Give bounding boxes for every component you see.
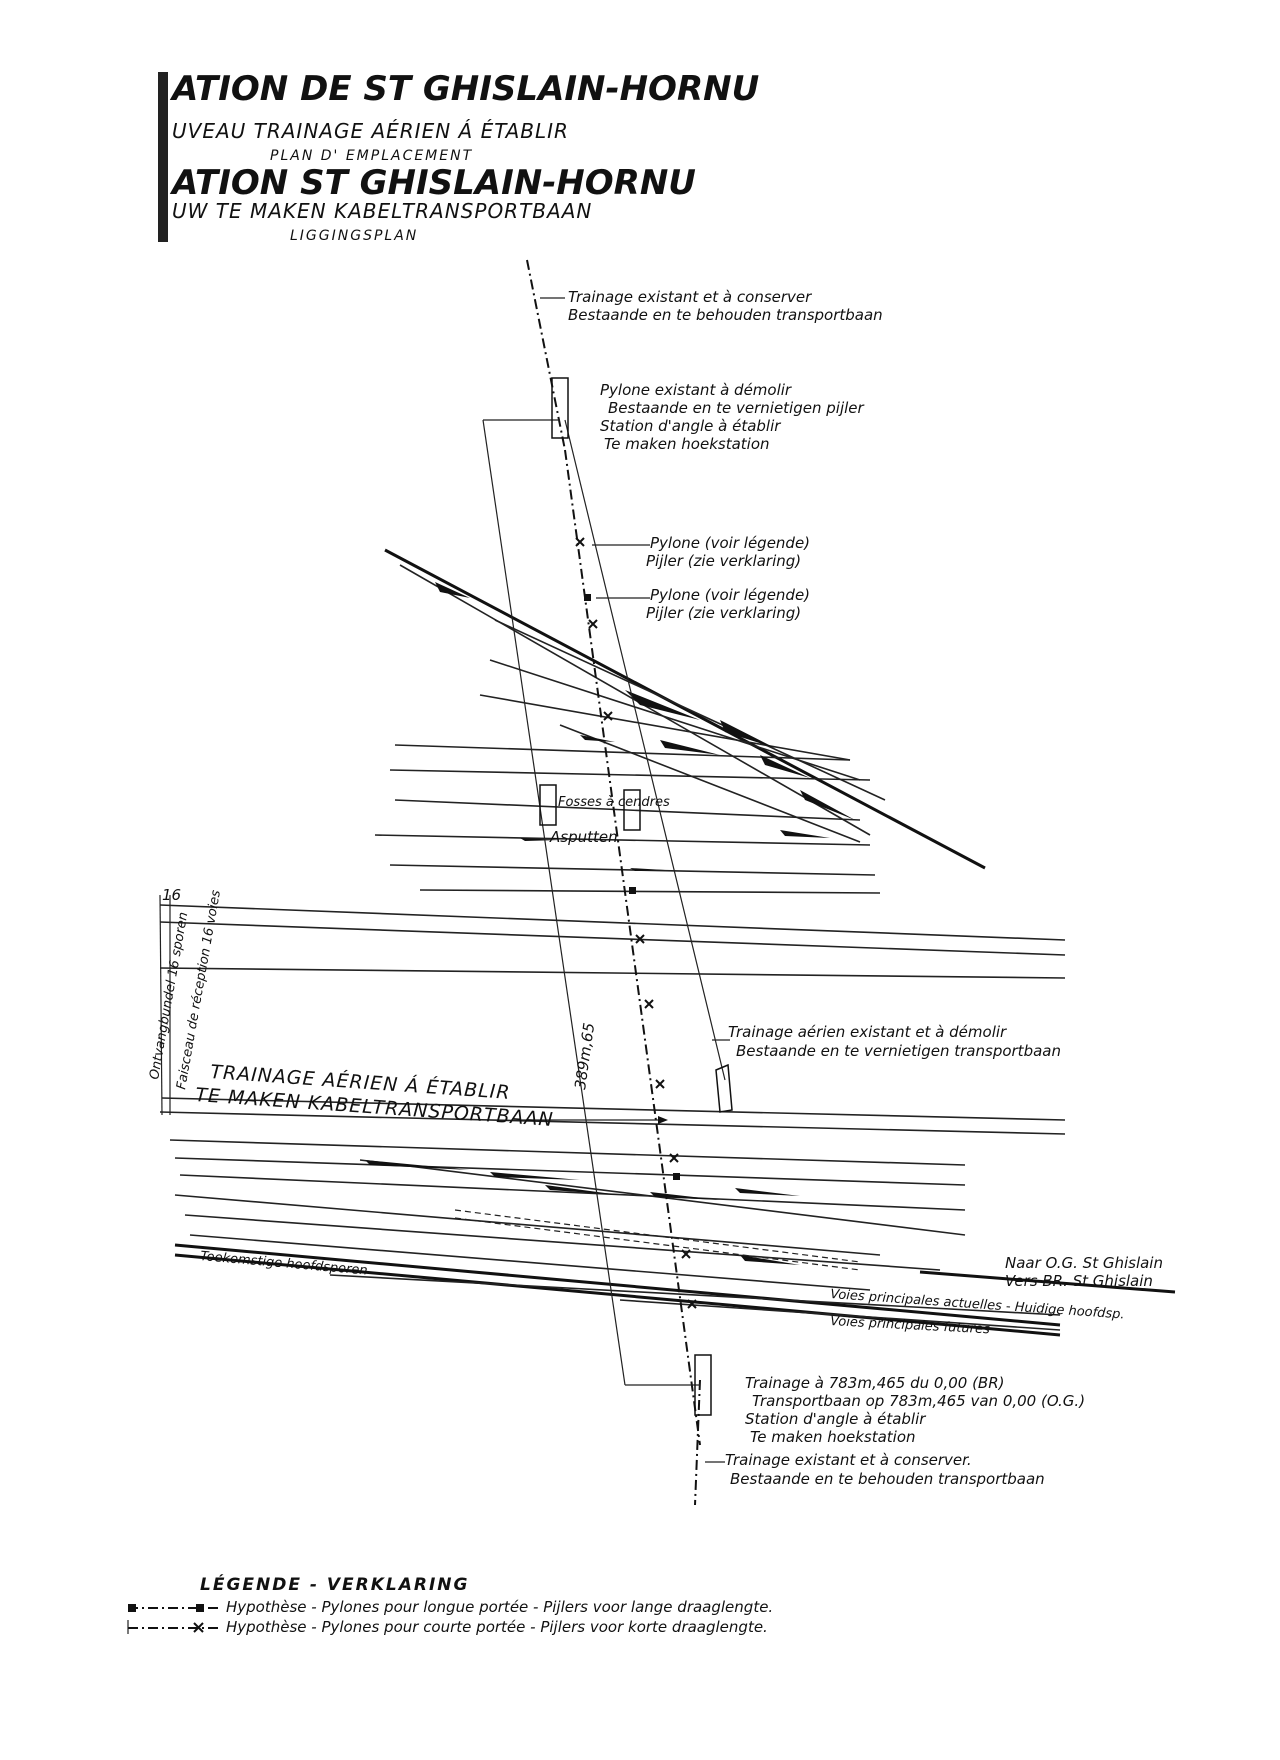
legend-cross-marker <box>193 1622 204 1633</box>
existing-cable-demolish <box>564 419 726 1081</box>
legend-item-short-span: Hypothèse - Pylones pour courte portée -… <box>226 1618 768 1636</box>
pylon-square-marker <box>673 1173 680 1180</box>
dimension-line <box>482 419 626 1386</box>
pylons <box>539 377 733 1416</box>
pylon-demolish-bottom <box>715 1063 733 1113</box>
pylon-square-marker <box>584 594 591 601</box>
cable-lines <box>482 259 726 1506</box>
annotations: Trainage existant et à conserver Bestaan… <box>147 288 1163 1488</box>
title-fr-subtitle: UVEAU TRAINAGE AÉRIEN Á ÉTABLIR <box>172 119 569 143</box>
title-block: ATION DE ST GHISLAIN-HORNU UVEAU TRAINAG… <box>158 69 759 244</box>
legend-square-marker <box>128 1604 136 1612</box>
label-angle-station-bottom-fr: Station d'angle à établir <box>745 1410 926 1428</box>
pylon-cross-markers <box>575 537 697 1309</box>
label-pylon1-fr: Pylone (voir légende) <box>650 534 810 552</box>
ash-pit-left <box>539 784 557 826</box>
label-pylon-demolish-nl: Bestaande en te vernietigen pijler <box>608 399 865 417</box>
label-existing-demolish-fr: Trainage aérien existant et à démolir <box>728 1023 1007 1041</box>
label-existing-keep-bottom-fr: Trainage existant et à conserver. <box>725 1451 972 1469</box>
legend-item-long-span: Hypothèse - Pylones pour longue portée -… <box>226 1598 773 1616</box>
label-ash-pits-fr: Fosses à cendres <box>558 795 670 810</box>
label-pylon2-nl: Pijler (zie verklaring) <box>646 604 801 622</box>
title-edge-bar <box>158 72 168 242</box>
label-to-br: Vers BR. St Ghislain <box>1005 1272 1153 1290</box>
existing-cable-bottom <box>694 1379 701 1506</box>
label-distance: 389m,65 <box>571 1022 598 1091</box>
title-fr-station: ATION DE ST GHISLAIN-HORNU <box>169 69 759 109</box>
reception-yard <box>159 894 1066 1135</box>
label-existing-keep-top-fr: Trainage existant et à conserver <box>568 288 812 306</box>
upper-track-bundle <box>374 548 986 894</box>
label-existing-keep-top-nl: Bestaande en te behouden transportbaan <box>568 306 883 324</box>
pylon-square-marker <box>629 887 636 894</box>
title-nl-subtitle: UW TE MAKEN KABELTRANSPORTBAAN <box>172 199 592 223</box>
legend: LÉGENDE - VERKLARING Hypothèse - Pylones… <box>127 1573 773 1636</box>
title-fr-plan: PLAN D' EMPLACEMENT <box>270 148 473 164</box>
label-track-16: 16 <box>162 886 181 904</box>
title-nl-plan: LIGGINGSPLAN <box>290 228 418 244</box>
new-cable-line <box>564 449 701 1446</box>
lower-track-bundle <box>169 1139 1176 1337</box>
label-angle-station-bottom-nl: Te maken hoekstation <box>750 1428 916 1446</box>
label-pylon2-fr: Pylone (voir légende) <box>650 586 810 604</box>
label-pylon1-nl: Pijler (zie verklaring) <box>646 552 801 570</box>
angle-station-bottom <box>694 1354 712 1416</box>
label-ash-pits-nl: Asputten <box>549 828 618 846</box>
angle-station-top <box>551 377 569 439</box>
label-bottom-position-fr: Trainage à 783m,465 du 0,00 (BR) <box>745 1374 1005 1392</box>
label-to-og: Naar O.G. St Ghislain <box>1005 1254 1163 1272</box>
label-existing-keep-bottom-nl: Bestaande en te behouden transportbaan <box>730 1470 1045 1488</box>
label-angle-station-top-fr: Station d'angle à établir <box>600 417 781 435</box>
label-angle-station-top-nl: Te maken hoekstation <box>604 435 770 453</box>
legend-title: LÉGENDE - VERKLARING <box>200 1573 469 1595</box>
title-nl-station: ATION ST GHISLAIN-HORNU <box>169 163 696 203</box>
label-bottom-position-nl: Transportbaan op 783m,465 van 0,00 (O.G.… <box>752 1392 1085 1410</box>
ash-pit-right <box>623 789 641 831</box>
existing-cable-top <box>526 259 566 451</box>
label-existing-demolish-nl: Bestaande en te vernietigen transportbaa… <box>736 1042 1061 1060</box>
label-pylon-demolish-fr: Pylone existant à démolir <box>600 381 792 399</box>
